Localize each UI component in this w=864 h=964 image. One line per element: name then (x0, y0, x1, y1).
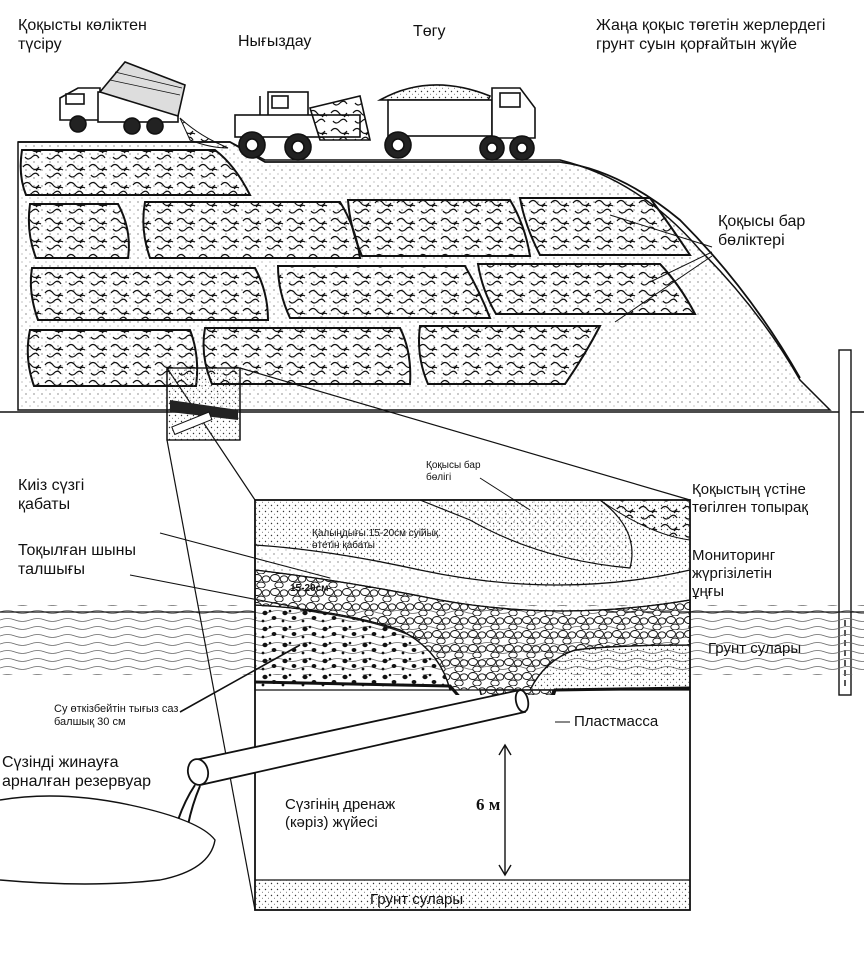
label-system-title: Жаңа қоқыс төгетін жерлердегі грунт суын… (596, 17, 826, 53)
label-groundwater-bottom: Грунт сулары (370, 891, 464, 908)
label-plastic: Пластмасса (574, 713, 659, 730)
drainage-pipe (186, 688, 530, 787)
label-dumping: Төгу (413, 23, 446, 40)
label-thickness: 15-20см (290, 583, 329, 594)
label-unloading: Қоқысты көліктен түсіру (18, 17, 147, 53)
cross-section-block (254, 499, 691, 911)
label-clay-layer: Су өткізбейтін тығыз саз балшық 30 см (54, 703, 179, 728)
label-monitoring-well: Мониторинг жүргізілетін ұңғы (692, 547, 776, 600)
depth-arrow (498, 743, 512, 877)
dump-truck-full (376, 84, 536, 161)
dump-truck-unloading (59, 61, 186, 135)
label-groundwater-right: Грунт сулары (708, 640, 802, 657)
label-water-layer: Қалыңдығы 15-20см суійық өтетін қабаты (312, 528, 439, 551)
label-glass-fiber: Тоқылған шыны талшығы (18, 542, 136, 578)
label-reservoir: Сүзінді жинауға арналған резервуар (2, 754, 152, 790)
compactor-vehicle (234, 91, 372, 161)
label-waste-part: Қоқысы бар бөлігі (426, 460, 481, 483)
label-depth: 6 м (476, 795, 501, 814)
label-drainage: Сүзгінің дренаж (кәріз) жүйесі (285, 796, 396, 831)
label-felt-filter: Киіз сүзгі қабаты (18, 477, 85, 513)
label-cover-soil: Қоқыстың үстіне төгілген топырақ (692, 481, 808, 516)
label-compaction: Нығыздау (238, 33, 312, 50)
waste-cells (19, 149, 697, 387)
label-waste-cells: Қоқысы бар бөліктері (718, 213, 806, 249)
reservoir-pond (0, 795, 216, 885)
